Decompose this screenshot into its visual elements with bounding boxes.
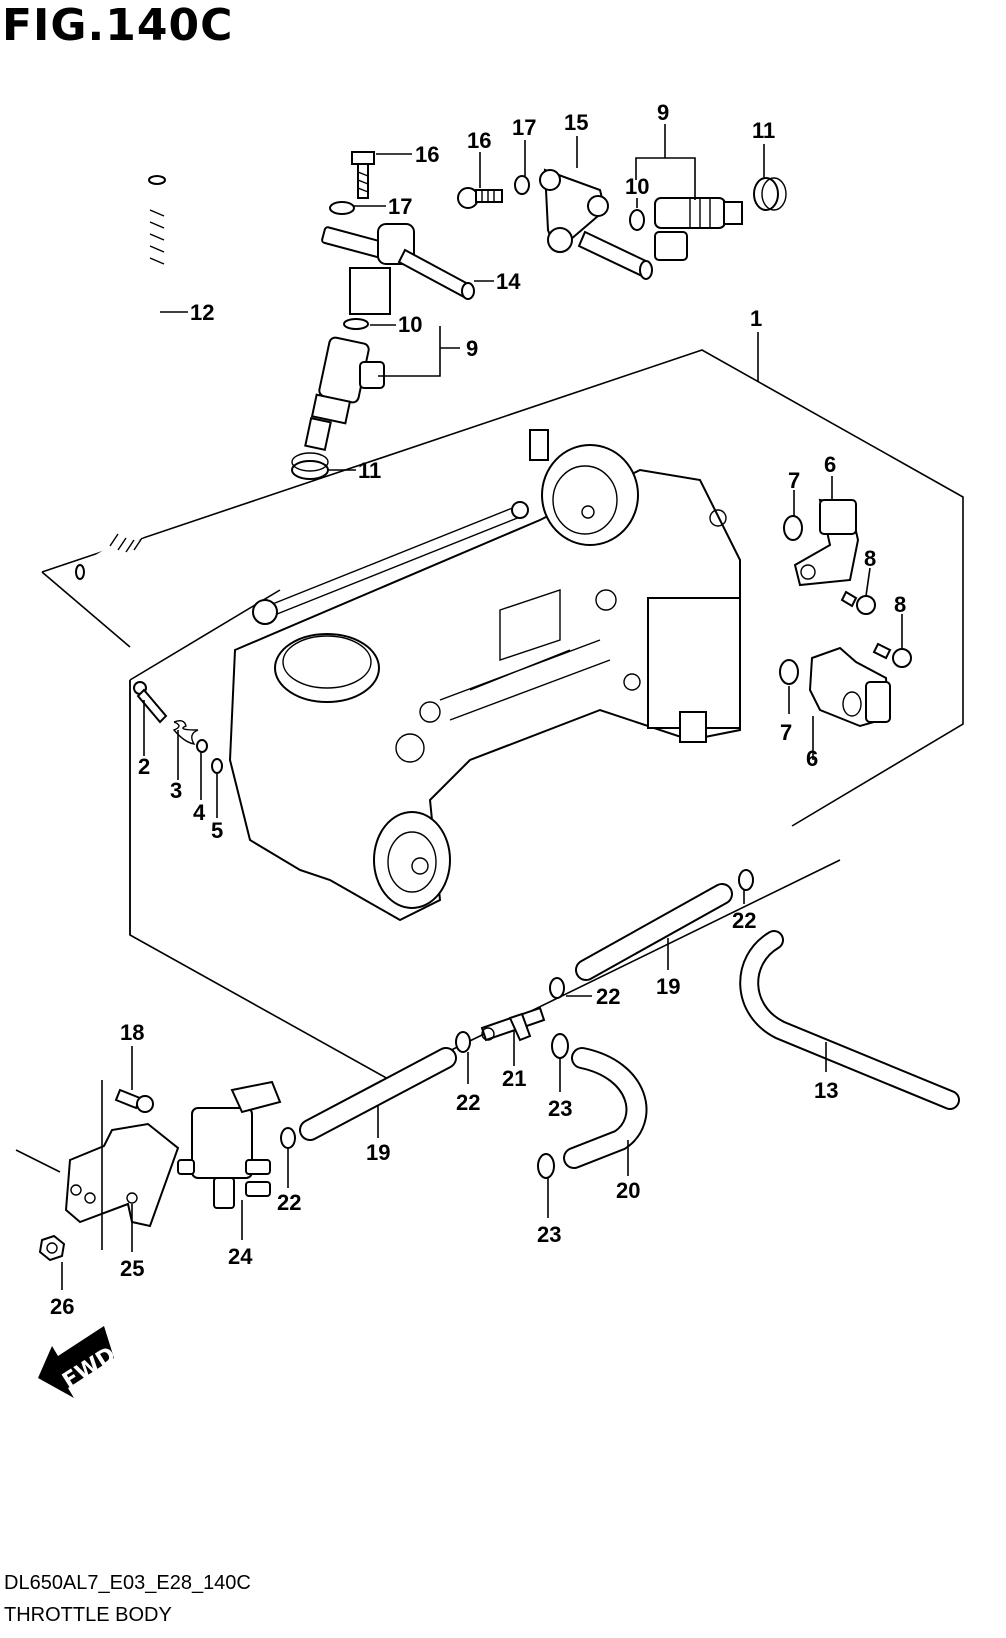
callout-16-left: 16	[415, 142, 439, 167]
o-ring-5	[211, 758, 223, 774]
fuel-delivery-pipe-14	[321, 223, 475, 315]
fuel-delivery-pipe-15	[539, 168, 653, 280]
callout-25: 25	[120, 1256, 144, 1281]
callout-20: 20	[616, 1178, 640, 1203]
washer-17-right	[514, 175, 530, 195]
callout-19-upper: 19	[656, 974, 680, 999]
callout-23-b: 23	[537, 1222, 561, 1247]
callout-8-upper: 8	[864, 546, 876, 571]
callout-9-left: 9	[466, 336, 478, 361]
leader-lines	[15, 124, 903, 1290]
clamp-23-b	[537, 1153, 555, 1179]
washer-17-left	[329, 201, 355, 215]
callout-23-a: 23	[548, 1096, 572, 1121]
sensor-6-lower	[808, 646, 891, 728]
bolt-16-left	[351, 151, 375, 199]
callout-12: 12	[190, 300, 214, 325]
cushion-11-left	[291, 452, 329, 480]
hose-13	[739, 930, 960, 1110]
callout-6-upper: 6	[824, 452, 836, 477]
callout-18: 18	[120, 1020, 144, 1045]
clamp-22-d	[280, 1127, 296, 1149]
figure-code: DL650AL7_E03_E28_140C	[4, 1572, 251, 1594]
bracket-25	[64, 1122, 180, 1228]
callout-15: 15	[564, 110, 588, 135]
figure-title: FIG.140C	[2, 0, 234, 51]
washer-4	[196, 739, 208, 753]
callout-10-left: 10	[398, 312, 422, 337]
screw-8-lower	[872, 642, 912, 668]
callout-21: 21	[502, 1066, 526, 1091]
callout-17-right: 17	[512, 115, 536, 140]
screw-8-upper	[840, 590, 876, 615]
assembly-outline	[41, 349, 964, 1081]
clamp-22-c	[455, 1031, 471, 1053]
injector-9-left	[304, 336, 385, 451]
callout-4: 4	[193, 800, 206, 825]
callout-26: 26	[50, 1294, 74, 1319]
hose-19-upper	[575, 883, 733, 981]
callout-14: 14	[496, 269, 521, 294]
callout-11-right: 11	[752, 118, 775, 143]
breather-hose-12	[75, 175, 193, 580]
spring-3	[172, 719, 199, 745]
bolt-16-right	[457, 187, 503, 209]
callout-2: 2	[138, 754, 150, 779]
o-ring-10-left	[343, 318, 369, 330]
callout-10-right: 10	[625, 174, 649, 199]
callout-8-lower: 8	[894, 592, 906, 617]
callout-7-upper: 7	[788, 468, 800, 493]
callout-labels: 1 2 3 4 5 6 6 7 7 8 8 9 9 10 10 11 11 12…	[50, 100, 906, 1319]
callout-6-lower: 6	[806, 746, 818, 771]
clamp-22-b	[549, 977, 565, 999]
callout-17-left: 17	[388, 194, 412, 219]
sensor-6-upper	[793, 498, 860, 587]
callout-19-lower: 19	[366, 1140, 390, 1165]
figure-name: THROTTLE BODY	[4, 1604, 172, 1626]
o-ring-10-right	[629, 209, 645, 231]
callout-7-lower: 7	[780, 720, 792, 745]
o-ring-7-lower	[779, 659, 799, 685]
injector-9-right	[654, 197, 743, 261]
solenoid-valve-24	[177, 1080, 282, 1209]
screw-2	[133, 681, 168, 724]
callout-3: 3	[170, 778, 182, 803]
clamp-22-a	[738, 869, 754, 891]
callout-11-left: 11	[358, 458, 381, 483]
t-joint-21	[480, 1006, 546, 1042]
clamp-23-a	[551, 1033, 569, 1059]
hose-20	[563, 1047, 648, 1169]
callout-22-d: 22	[277, 1190, 301, 1215]
callout-1: 1	[750, 306, 762, 331]
cushion-11-right	[753, 177, 787, 211]
throttle-body-assembly-1	[228, 429, 741, 922]
nut-26	[38, 1234, 66, 1262]
o-ring-7-upper	[783, 515, 803, 541]
callout-13: 13	[814, 1078, 838, 1103]
bolt-18	[114, 1088, 154, 1113]
callout-24: 24	[228, 1244, 253, 1269]
callout-22-a: 22	[732, 908, 756, 933]
callout-22-c: 22	[456, 1090, 480, 1115]
callout-16-right: 16	[467, 128, 491, 153]
callout-9-right: 9	[657, 100, 669, 125]
callout-5: 5	[211, 818, 223, 843]
fwd-arrow-icon: FWD	[38, 1326, 120, 1398]
callout-22-b: 22	[596, 984, 620, 1009]
hose-19-lower	[299, 1047, 457, 1141]
